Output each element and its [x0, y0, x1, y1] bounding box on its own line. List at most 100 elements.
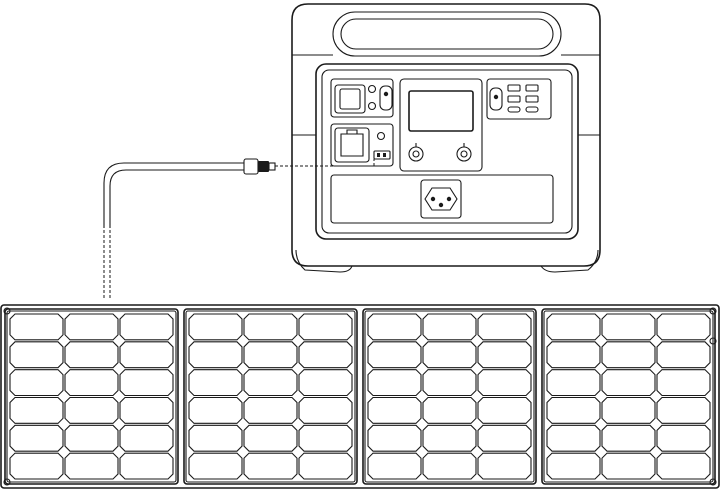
solar-cell — [119, 396, 174, 424]
solar-cell — [601, 341, 656, 369]
solar-cell — [546, 341, 601, 369]
solar-cell — [601, 369, 656, 397]
solar-panel-4 — [541, 308, 716, 485]
solar-cell — [367, 341, 422, 369]
solar-panel-inner-frame — [364, 310, 535, 483]
solar-cell — [656, 396, 711, 424]
solar-cell — [546, 424, 601, 452]
solar-cell — [64, 396, 119, 424]
solar-array-frame — [0, 304, 720, 489]
cable-plug-body — [243, 158, 259, 175]
power-button-dot — [383, 91, 389, 97]
solar-cell — [477, 313, 532, 341]
solar-cell — [119, 452, 174, 480]
solar-cell — [119, 341, 174, 369]
ac-pin-ground — [438, 202, 444, 208]
solar-cell — [298, 396, 353, 424]
solar-cell — [656, 369, 711, 397]
solar-cell — [64, 313, 119, 341]
solar-cell — [9, 313, 64, 341]
solar-cell — [9, 341, 64, 369]
solar-input-frame — [334, 127, 370, 163]
solar-cell — [298, 452, 353, 480]
solar-cell — [601, 424, 656, 452]
grommet-icon — [709, 337, 717, 345]
solar-cell — [546, 313, 601, 341]
ac-outlet-bay — [330, 174, 554, 224]
solar-cell — [243, 424, 298, 452]
solar-cell — [188, 424, 243, 452]
solar-cell — [477, 424, 532, 452]
usb-a-port-3 — [507, 95, 521, 103]
grommet-icon — [709, 478, 717, 486]
solar-cell — [119, 313, 174, 341]
usb-power-button — [489, 87, 503, 111]
solar-cell — [367, 396, 422, 424]
solar-panel-inner-frame — [543, 310, 714, 483]
solar-cell — [477, 452, 532, 480]
grommet-icon — [3, 307, 11, 315]
carry-handle-grip — [340, 18, 554, 50]
solar-cell — [367, 313, 422, 341]
grommet-icon — [3, 478, 11, 486]
usb-c-port-2 — [525, 106, 539, 113]
solar-cell — [656, 424, 711, 452]
solar-cell — [601, 452, 656, 480]
right-foot — [540, 249, 599, 273]
solar-cell — [9, 452, 64, 480]
front-panel — [315, 63, 579, 240]
solar-panel-3 — [362, 308, 537, 485]
solar-cell — [298, 313, 353, 341]
solar-cell — [546, 396, 601, 424]
solar-cell — [188, 369, 243, 397]
usb-a-port-2 — [525, 84, 539, 92]
ac-outlet-frame — [420, 179, 462, 219]
dc-input-socket — [373, 150, 391, 160]
solar-cell — [477, 341, 532, 369]
solar-panel-2 — [183, 308, 358, 485]
solar-cell — [243, 341, 298, 369]
input-indicator-icon — [367, 84, 377, 94]
solar-cell — [188, 396, 243, 424]
power-button — [379, 85, 393, 111]
solar-cell — [367, 369, 422, 397]
solar-cell — [422, 341, 477, 369]
solar-cell — [298, 424, 353, 452]
left-foot — [295, 249, 353, 273]
solar-cell — [656, 313, 711, 341]
solar-cell — [64, 369, 119, 397]
solar-input-indicator-icon — [376, 131, 386, 141]
solar-input-port — [340, 129, 364, 157]
input-port-group — [330, 78, 394, 118]
solar-cell — [367, 452, 422, 480]
solar-cell — [119, 369, 174, 397]
usb-output-group — [486, 78, 552, 120]
grommet-icon — [709, 307, 717, 315]
solar-cell — [422, 396, 477, 424]
input-port-frame — [334, 84, 366, 114]
solar-cell — [64, 424, 119, 452]
solar-cell — [119, 424, 174, 452]
power-station-body — [291, 3, 601, 267]
cable-upper-outer — [103, 162, 244, 228]
solar-cell — [9, 396, 64, 424]
solar-cell — [243, 313, 298, 341]
usb-a-port-4 — [525, 95, 539, 103]
usb-power-dot — [493, 94, 499, 100]
input-port — [339, 88, 361, 110]
right-knob-center — [460, 150, 468, 158]
ac-pin-right — [446, 196, 452, 202]
solar-cell — [546, 369, 601, 397]
solar-cable — [103, 158, 375, 300]
left-knob-center — [412, 150, 420, 158]
solar-input-group — [330, 123, 394, 167]
solar-cell — [656, 341, 711, 369]
cable-plug-head — [258, 161, 269, 172]
solar-cell — [9, 424, 64, 452]
solar-panel-1 — [4, 308, 179, 485]
power-station — [291, 3, 601, 273]
cable-upper-inner — [109, 169, 244, 228]
solar-cell — [243, 369, 298, 397]
usb-a-port-1 — [507, 84, 521, 92]
